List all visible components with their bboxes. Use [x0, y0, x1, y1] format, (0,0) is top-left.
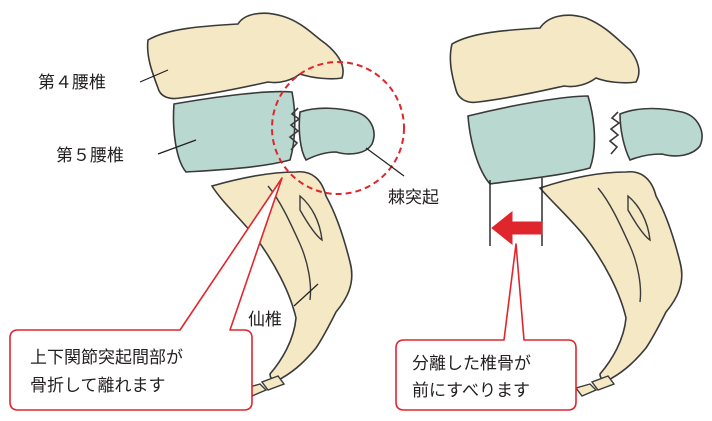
left-callout-line2: 骨折して離れます: [30, 376, 166, 396]
sacrum-foramen: [299, 194, 323, 242]
fracture-line-right: [608, 111, 621, 155]
right-spine-illustration: [449, 14, 703, 397]
left-callout: 上下関節突起間部が 骨折して離れます: [9, 177, 283, 411]
l5-leader: [157, 139, 197, 155]
l5-vertebral-body: [172, 90, 296, 173]
label-l4: 第４腰椎: [38, 73, 106, 93]
sacrum-contour: [267, 185, 312, 301]
sacrum-leader: [293, 283, 319, 307]
l5-spinous-process-right: [619, 107, 703, 162]
label-sacrum: 仙椎: [248, 310, 282, 330]
left-spine-illustration: [146, 12, 405, 397]
l5-spinous-process: [298, 107, 375, 162]
label-l5: 第５腰椎: [56, 146, 124, 166]
coccyx-right: [574, 375, 616, 397]
left-arrow-icon: [489, 178, 543, 246]
l4-vertebra-right: [449, 14, 640, 104]
sacrum-contour-right: [597, 187, 642, 303]
right-callout-line2: 前にすべります: [412, 381, 530, 401]
l4-vertebra: [146, 12, 344, 100]
right-callout: 分離した椎骨が 前にすべります: [395, 243, 577, 411]
l5-vertebral-body-slipped: [467, 95, 596, 185]
label-spinous-process: 棘突起: [388, 188, 439, 208]
dashed-circle: [271, 61, 405, 195]
fracture-line: [288, 107, 301, 151]
left-callout-line1: 上下関節突起間部が: [30, 348, 183, 368]
spinous-leader: [365, 147, 405, 177]
sacrum-foramen-right: [627, 194, 651, 242]
right-callout-line1: 分離した椎骨が: [412, 354, 531, 374]
l4-leader: [139, 69, 169, 83]
